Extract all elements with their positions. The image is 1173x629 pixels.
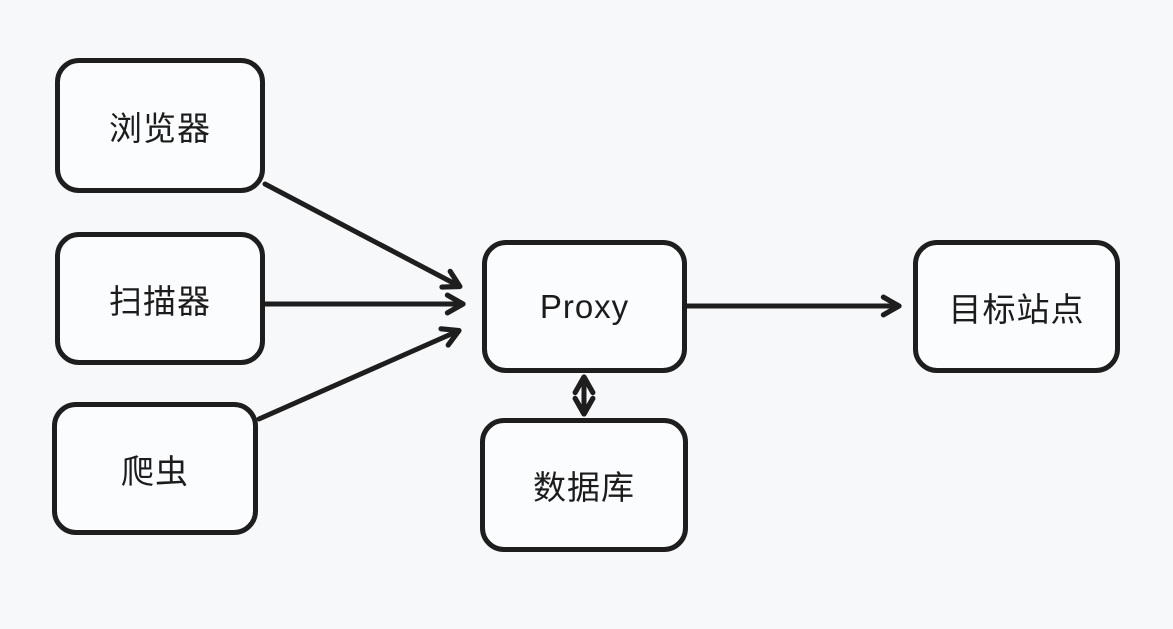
node-crawler: 爬虫 [52,402,258,535]
node-database-label: 数据库 [533,469,635,506]
node-browser-label: 浏览器 [109,109,211,147]
node-target: 目标站点 [913,240,1120,373]
node-target-label: 目标站点 [948,290,1085,328]
edge-crawler-proxy [256,326,462,422]
node-scanner-label: 扫描器 [109,282,211,320]
node-proxy-label: Proxy [539,287,630,325]
node-browser: 浏览器 [55,58,265,193]
node-scanner: 扫描器 [55,232,265,365]
edge-browser-proxy [262,181,463,290]
node-database: 数据库 [480,418,688,552]
node-proxy: Proxy [482,240,687,373]
node-crawler-label: 爬虫 [121,452,189,490]
